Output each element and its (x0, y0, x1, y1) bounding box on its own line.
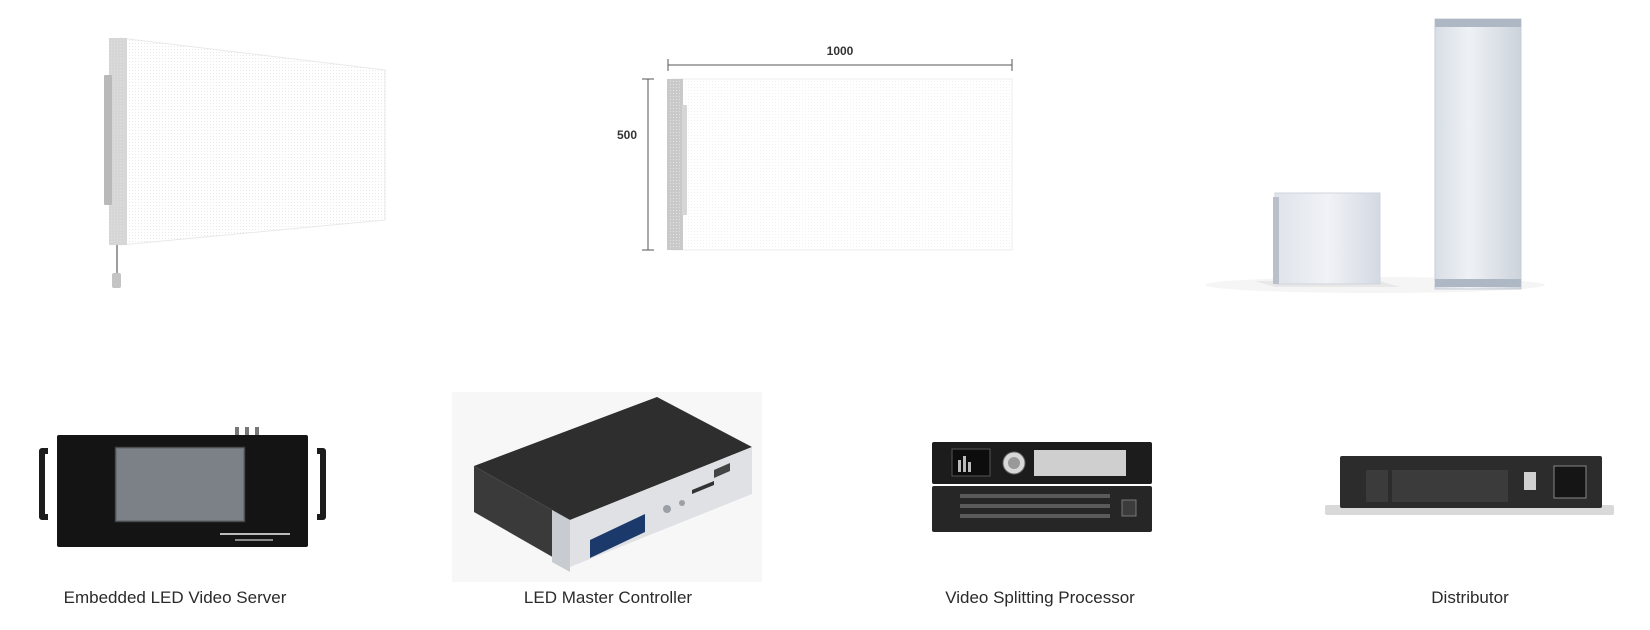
product-caption-video-splitting-processor: Video Splitting Processor (945, 588, 1135, 607)
transparent-led-panel-image (104, 37, 386, 288)
embedded-led-video-server-image (39, 427, 326, 547)
video-splitting-processor-image (932, 442, 1152, 532)
product-caption-led-master-controller: LED Master Controller (523, 588, 693, 607)
panel-dimension-drawing: 1000 500 (617, 44, 1013, 251)
distributor-image (1325, 456, 1614, 515)
product-caption-distributor: Distributor (1431, 588, 1509, 607)
width-dimension-label: 1000 (827, 44, 854, 58)
height-dimension-label: 500 (617, 128, 637, 142)
standing-panels-image (1205, 18, 1545, 293)
led-master-controller-image (452, 392, 762, 582)
product-caption-embedded-led-video-server: Embedded LED Video Server (63, 588, 287, 607)
